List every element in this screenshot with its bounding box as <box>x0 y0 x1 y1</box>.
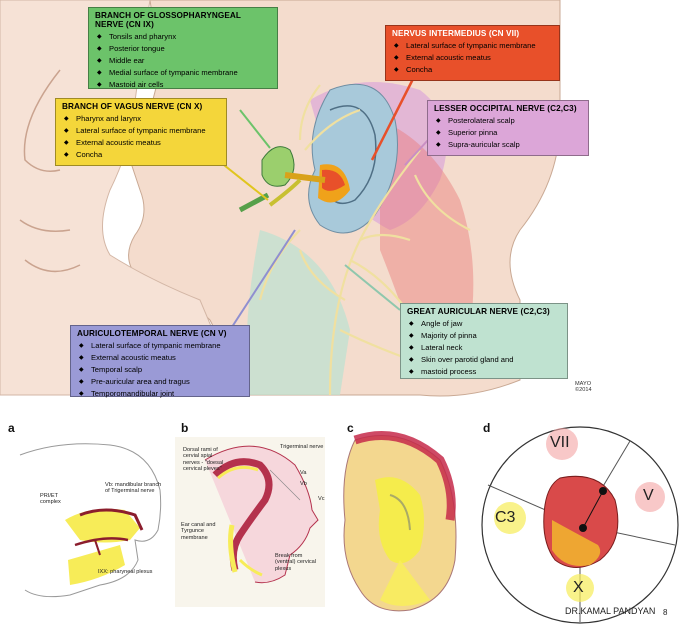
intermedius-box: NERVUS INTERMEDIUS (CN VII) Lateral surf… <box>385 25 560 81</box>
panel-b-label-vb: Vb <box>300 481 307 487</box>
panel-a-label-ixx: IXX: pharyneal plexus <box>98 569 153 575</box>
zone-label-vii: VII <box>550 434 570 451</box>
vagus-item: External acoustic meatus <box>62 137 220 149</box>
intermedius-item: External acoustic meatus <box>392 52 553 64</box>
zone-label-v: V <box>643 487 654 504</box>
glossopharyngeal-item: Middle ear <box>95 55 271 67</box>
panel-a-label-pret: PRI/ET complex <box>40 493 61 506</box>
panel-c-letter: c <box>347 421 354 435</box>
glossopharyngeal-box: BRANCH OF GLOSSOPHARYNGEAL NERVE (CN IX)… <box>88 7 278 91</box>
zone-label-x: X <box>573 579 584 596</box>
vagus-title: BRANCH OF VAGUS NERVE (CN X) <box>62 102 203 111</box>
auriculotemporal-item: Temporal scalp <box>77 364 243 376</box>
glossopharyngeal-item: Tonsils and pharynx <box>95 31 271 43</box>
lesser-occipital-box: LESSER OCCIPITAL NERVE (C2,C3) Posterola… <box>427 100 589 156</box>
vagus-box: BRANCH OF VAGUS NERVE (CN X) Pharynx and… <box>55 98 227 166</box>
vagus-item: Lateral surface of tympanic membrane <box>62 125 220 137</box>
panel-a-letter: a <box>8 421 15 435</box>
panel-d-diagram <box>481 426 679 624</box>
auriculotemporal-item: Pre-auricular area and tragus <box>77 376 243 388</box>
credit-line2: ©2014 <box>575 387 592 394</box>
auriculotemporal-item: External acoustic meatus <box>77 352 243 364</box>
credit-line1: MAYO <box>575 381 592 387</box>
great-auricular-item: Majority of pinna <box>407 330 561 342</box>
great-auricular-title: GREAT AURICULAR NERVE (C2,C3) <box>407 307 550 316</box>
panel-b-label-ear: Ear canal and Tyrgunce membrane <box>181 522 216 541</box>
great-auricular-item: Lateral neck <box>407 342 561 354</box>
auriculotemporal-item: Lateral surface of tympanic membrane <box>77 340 243 352</box>
author-credit: DR.KAMAL PANDYAN <box>565 606 656 616</box>
auriculotemporal-item: Temporomandibular joint <box>77 388 243 400</box>
panel-d-letter: d <box>483 421 491 435</box>
lesser-occipital-item: Superior pinna <box>434 127 582 139</box>
great-auricular-box: GREAT AURICULAR NERVE (C2,C3) Angle of j… <box>400 303 568 379</box>
lesser-occipital-item: Posterolateral scalp <box>434 115 582 127</box>
panel-b-letter: b <box>181 421 189 435</box>
credit-mark: MAYO ©2014 <box>575 381 592 394</box>
auriculotemporal-box: AURICULOTEMPORAL NERVE (CN V) Lateral su… <box>70 325 250 400</box>
glossopharyngeal-item: Posterior tongue <box>95 43 271 55</box>
panel-b-label-va: Va <box>300 470 307 476</box>
intermedius-item: Concha <box>392 64 553 76</box>
vagus-item: Pharynx and larynx <box>62 113 220 125</box>
intermedius-title: NERVUS INTERMEDIUS (CN VII) <box>392 29 520 38</box>
panel-b-figure <box>175 437 325 607</box>
page-number: 8 <box>663 608 668 617</box>
great-auricular-item: mastoid process <box>407 366 561 378</box>
glossopharyngeal-title: BRANCH OF GLOSSOPHARYNGEAL NERVE (CN IX) <box>95 11 241 29</box>
panel-a-label-vb: Vb: mandibular branch of Trigerminal ner… <box>105 482 162 495</box>
panel-b-label-break: Break from (ventral) cervical plexus <box>275 553 317 572</box>
panel-b-label-dorsal: Dorsal rami of cervial spial nerves - "d… <box>183 447 224 473</box>
glossopharyngeal-item: Mastoid air cells <box>95 79 271 91</box>
zone-label-c3: C3 <box>495 509 516 526</box>
lesser-occipital-title: LESSER OCCIPITAL NERVE (C2,C3) <box>434 104 577 113</box>
great-auricular-item: Angle of jaw <box>407 318 561 330</box>
glossopharyngeal-item: Medial surface of tympanic membrane <box>95 67 271 79</box>
lesser-occipital-item: Supra-auricular scalp <box>434 139 582 151</box>
great-auricular-item: Skin over parotid gland and <box>407 354 561 366</box>
auriculotemporal-title: AURICULOTEMPORAL NERVE (CN V) <box>77 329 227 338</box>
vagus-item: Concha <box>62 149 220 161</box>
panel-a-figure <box>19 443 162 598</box>
panel-b-label-vc: Vc <box>318 496 325 502</box>
panel-c-ear <box>343 431 457 612</box>
intermedius-item: Lateral surface of tympanic membrane <box>392 40 553 52</box>
panel-b-label-trig: Trigerminal nerve <box>280 444 324 450</box>
